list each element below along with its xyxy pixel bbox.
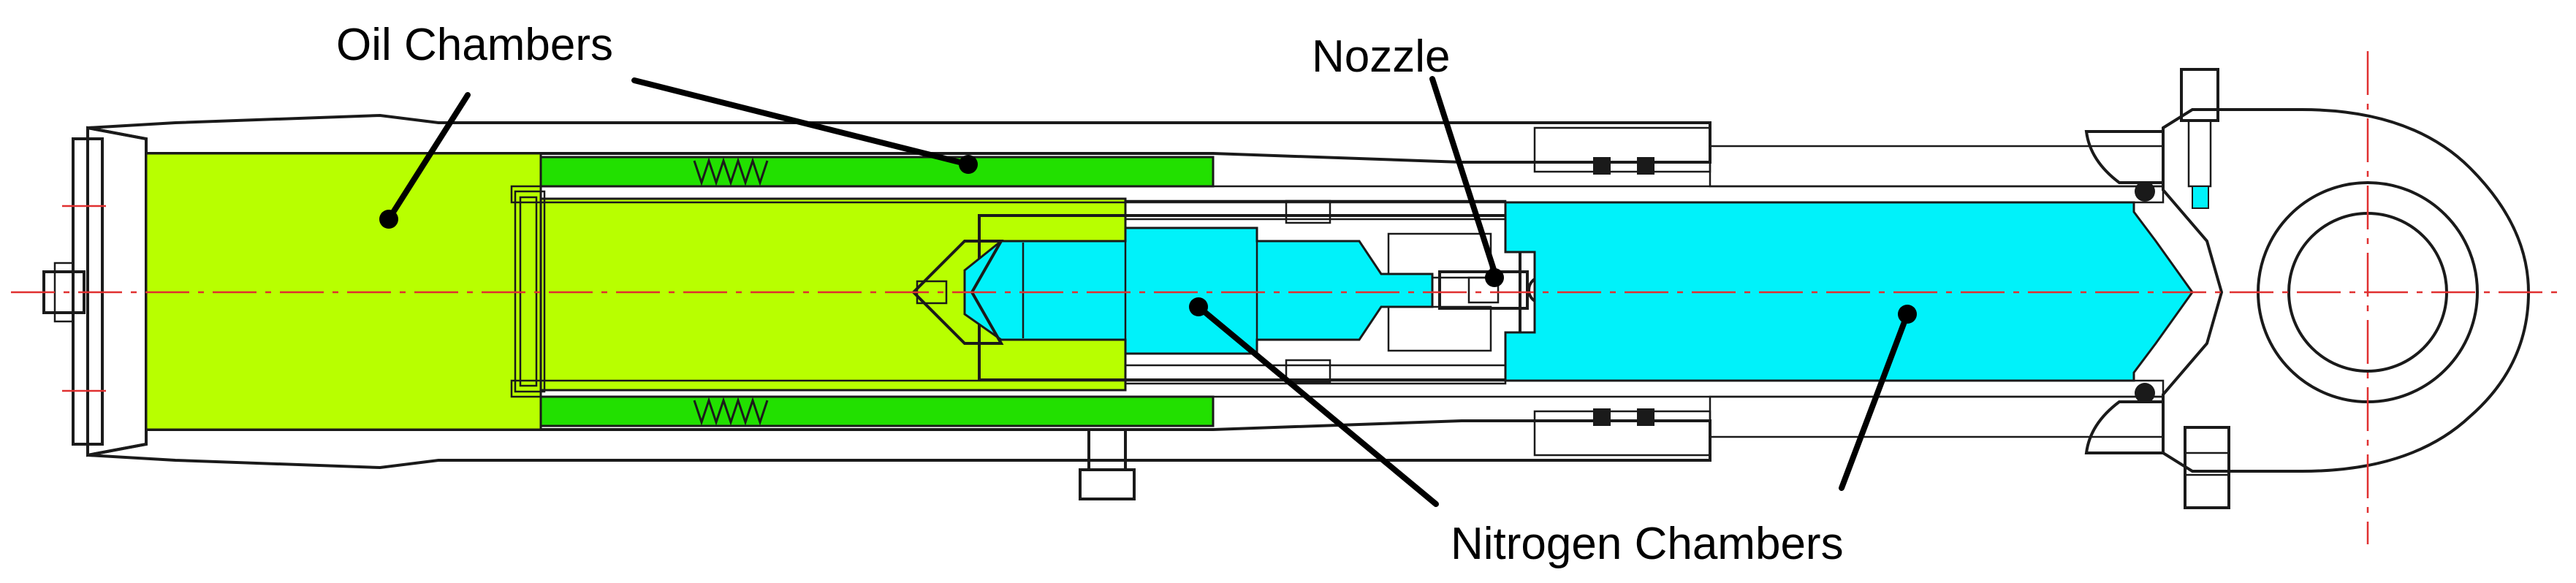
oil-chamber-main: [145, 152, 1127, 431]
label-nitrogen-chambers: Nitrogen Chambers: [1451, 519, 1844, 569]
label-nozzle: Nozzle: [1312, 31, 1451, 82]
bleed-screw: [1079, 428, 1136, 500]
label-oil-chambers: Oil Chambers: [336, 20, 613, 70]
end-plug: [42, 205, 106, 392]
leader-nozzle: [1429, 76, 1504, 287]
leader-oil-chambers: [379, 77, 978, 229]
leader-nitrogen-chambers: [1189, 297, 1917, 507]
nitrogen-chamber-inner: [963, 226, 1434, 355]
centerlines: [11, 51, 2565, 544]
